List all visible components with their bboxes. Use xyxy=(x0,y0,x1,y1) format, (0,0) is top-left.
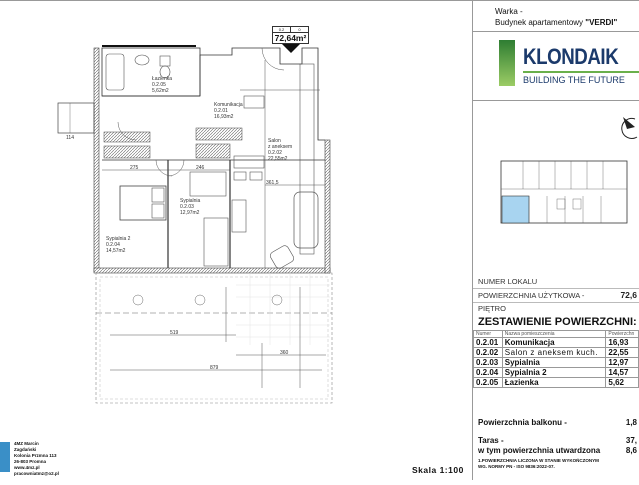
unit-floor: 0 xyxy=(298,27,301,32)
room-name: Sypialnia xyxy=(501,357,607,368)
room-number: 0.2.05 xyxy=(473,377,503,388)
logo-name: KLONDAIK xyxy=(523,44,619,69)
powierzchnia-value: 72,6 xyxy=(620,290,637,300)
project-city: Warka - xyxy=(495,7,523,16)
architect-company: 4MZ Marcin Zagdański Kolonia Przmna 113 … xyxy=(0,436,80,480)
footnote-line: 1.POWIERZCHNIA LICZONA W STANIE WYKOŃCZO… xyxy=(478,458,599,463)
title-block-divider xyxy=(472,0,473,480)
company-logo-icon xyxy=(0,442,10,472)
footnote-line: WG. NORMY PN - ISO 9836:2022-07. xyxy=(478,464,555,469)
key-plan-drawing xyxy=(500,160,628,224)
utwardzona-label: w tym powierzchnia utwardzona xyxy=(478,446,601,455)
divider xyxy=(473,100,639,101)
taras-label: Taras - xyxy=(478,436,504,445)
room-area: 16,93 xyxy=(605,337,639,348)
table-row: 0.2.03 Sypialnia 12,97 xyxy=(473,357,639,368)
header-powierzchnia: Powierzchn xyxy=(605,330,639,338)
room-name: Salon z aneksem kuch. xyxy=(501,347,607,358)
room-area: 12,97 xyxy=(605,357,639,368)
dim-label: 360 xyxy=(280,350,289,356)
info-numer-lokalu: NUMER LOKALU xyxy=(473,276,639,289)
unit-area-box: 0.2 0 72,64m² xyxy=(272,26,309,44)
room-number: 0.2.01 xyxy=(473,337,503,348)
table-row: 0.2.04 Sypialnia 2 14,57 xyxy=(473,367,639,378)
room-area: 14,57 xyxy=(605,367,639,378)
scale-label: Skala 1:100 xyxy=(412,465,464,475)
frame-top-border xyxy=(0,0,639,1)
table-row: 0.2.02 Salon z aneksem kuch. 22,55 xyxy=(473,347,639,358)
dim-label: 246 xyxy=(196,165,205,171)
title-block: Warka - Budynek apartamentowy "VERDI" KL… xyxy=(473,0,639,480)
pietro-label: PIĘTRO xyxy=(478,304,506,313)
north-arrow-icon xyxy=(621,117,638,139)
header-nazwa: Nazwa pomieszczenia xyxy=(501,330,607,338)
footnote: 1.POWIERZCHNIA LICZONA W STANIE WYKOŃCZO… xyxy=(478,458,599,470)
balkon-value: 1,8 xyxy=(625,418,637,427)
klondaik-logo: KLONDAIK BUILDING THE FUTURE xyxy=(499,38,639,98)
room-name: Sypialnia 2 xyxy=(501,367,607,378)
utwardzona-value: 8,6 xyxy=(625,446,637,455)
building-name: "VERDI" xyxy=(585,18,618,27)
powierzchnia-label: POWIERZCHNIA UŻYTKOWA - xyxy=(478,291,585,300)
utwardzona-row: w tym powierzchnia utwardzona 8,6 xyxy=(478,446,639,455)
dim-label: 361,5 xyxy=(266,180,279,186)
room-area: 22,55 xyxy=(605,347,639,358)
building-prefix: Budynek apartamentowy xyxy=(495,18,586,27)
unit-number: 0.2 xyxy=(273,27,291,32)
room-number: 0.2.03 xyxy=(473,357,503,368)
company-line: 4MZ Marcin xyxy=(14,441,39,446)
entrance-arrow-icon xyxy=(282,44,300,53)
unit-area: 72,64m² xyxy=(274,33,307,43)
rooms-table: Numer Nazwa pomieszczenia Powierzchn 0.2… xyxy=(473,330,639,388)
logo-house-icon xyxy=(499,40,515,86)
balkon-row: Powierzchnia balkonu - 1,8 xyxy=(478,418,639,427)
room-name: Komunikacja xyxy=(501,337,607,348)
table-header: Numer Nazwa pomieszczenia Powierzchn xyxy=(473,330,639,338)
numer-lokalu-label: NUMER LOKALU xyxy=(478,277,538,286)
company-line: 26-803 Promna xyxy=(14,459,47,464)
project-header: Warka - Budynek apartamentowy "VERDI" xyxy=(473,0,639,32)
dim-label: 275 xyxy=(130,165,139,171)
dim-label: 879 xyxy=(210,365,219,371)
dim-label: 114 xyxy=(66,135,74,141)
info-pietro: PIĘTRO xyxy=(473,303,639,315)
logo-underline xyxy=(523,71,639,73)
floor-plan-drawing xyxy=(57,45,333,404)
room-area: 5,62 xyxy=(605,377,639,388)
zestawienie-title: ZESTAWIENIE POWIERZCHNI: xyxy=(478,316,637,328)
company-email[interactable]: pracowniatmz@o2.pl xyxy=(14,471,59,476)
company-line: Kolonia Przmna 113 xyxy=(14,453,57,458)
info-powierzchnia: POWIERZCHNIA UŻYTKOWA - 72,6 xyxy=(473,289,639,303)
key-plan xyxy=(473,101,639,267)
room-number: 0.2.02 xyxy=(473,347,503,358)
room-name: Łazienka xyxy=(501,377,607,388)
table-row: 0.2.01 Komunikacja 16,93 xyxy=(473,337,639,348)
table-row: 0.2.05 Łazienka 5,62 xyxy=(473,377,639,388)
header-numer: Numer xyxy=(473,330,503,338)
balkon-label: Powierzchnia balkonu - xyxy=(478,418,567,427)
taras-value: 37, xyxy=(625,436,637,445)
company-link[interactable]: www.4mz.pl xyxy=(14,465,40,470)
company-line: Zagdański xyxy=(14,447,37,452)
logo-tagline: BUILDING THE FUTURE xyxy=(523,75,625,85)
dim-label: 519 xyxy=(170,330,179,336)
taras-row: Taras - 37, xyxy=(478,436,639,445)
room-number: 0.2.04 xyxy=(473,367,503,378)
